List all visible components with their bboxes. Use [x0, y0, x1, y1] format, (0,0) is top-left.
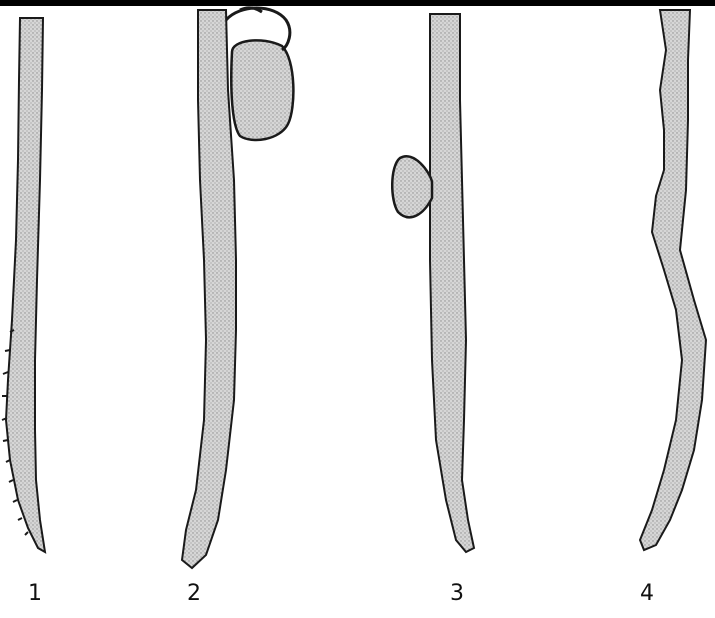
panel-label-3: 3: [450, 583, 464, 605]
panel-label-1: 1: [28, 583, 42, 605]
root-body-1: [6, 18, 45, 552]
panel-1-root: [2, 18, 45, 552]
root-body-3: [430, 14, 474, 552]
root-body-2: [182, 10, 236, 568]
nodule-2: [231, 40, 293, 140]
root-body-4: [640, 10, 706, 550]
panel-4-root: [640, 10, 706, 550]
panel-label-4: 4: [640, 583, 654, 605]
side-growth-3: [392, 156, 432, 217]
panel-label-2: 2: [187, 583, 201, 605]
panel-3-root: [392, 14, 474, 552]
panel-2-root: [182, 8, 293, 568]
